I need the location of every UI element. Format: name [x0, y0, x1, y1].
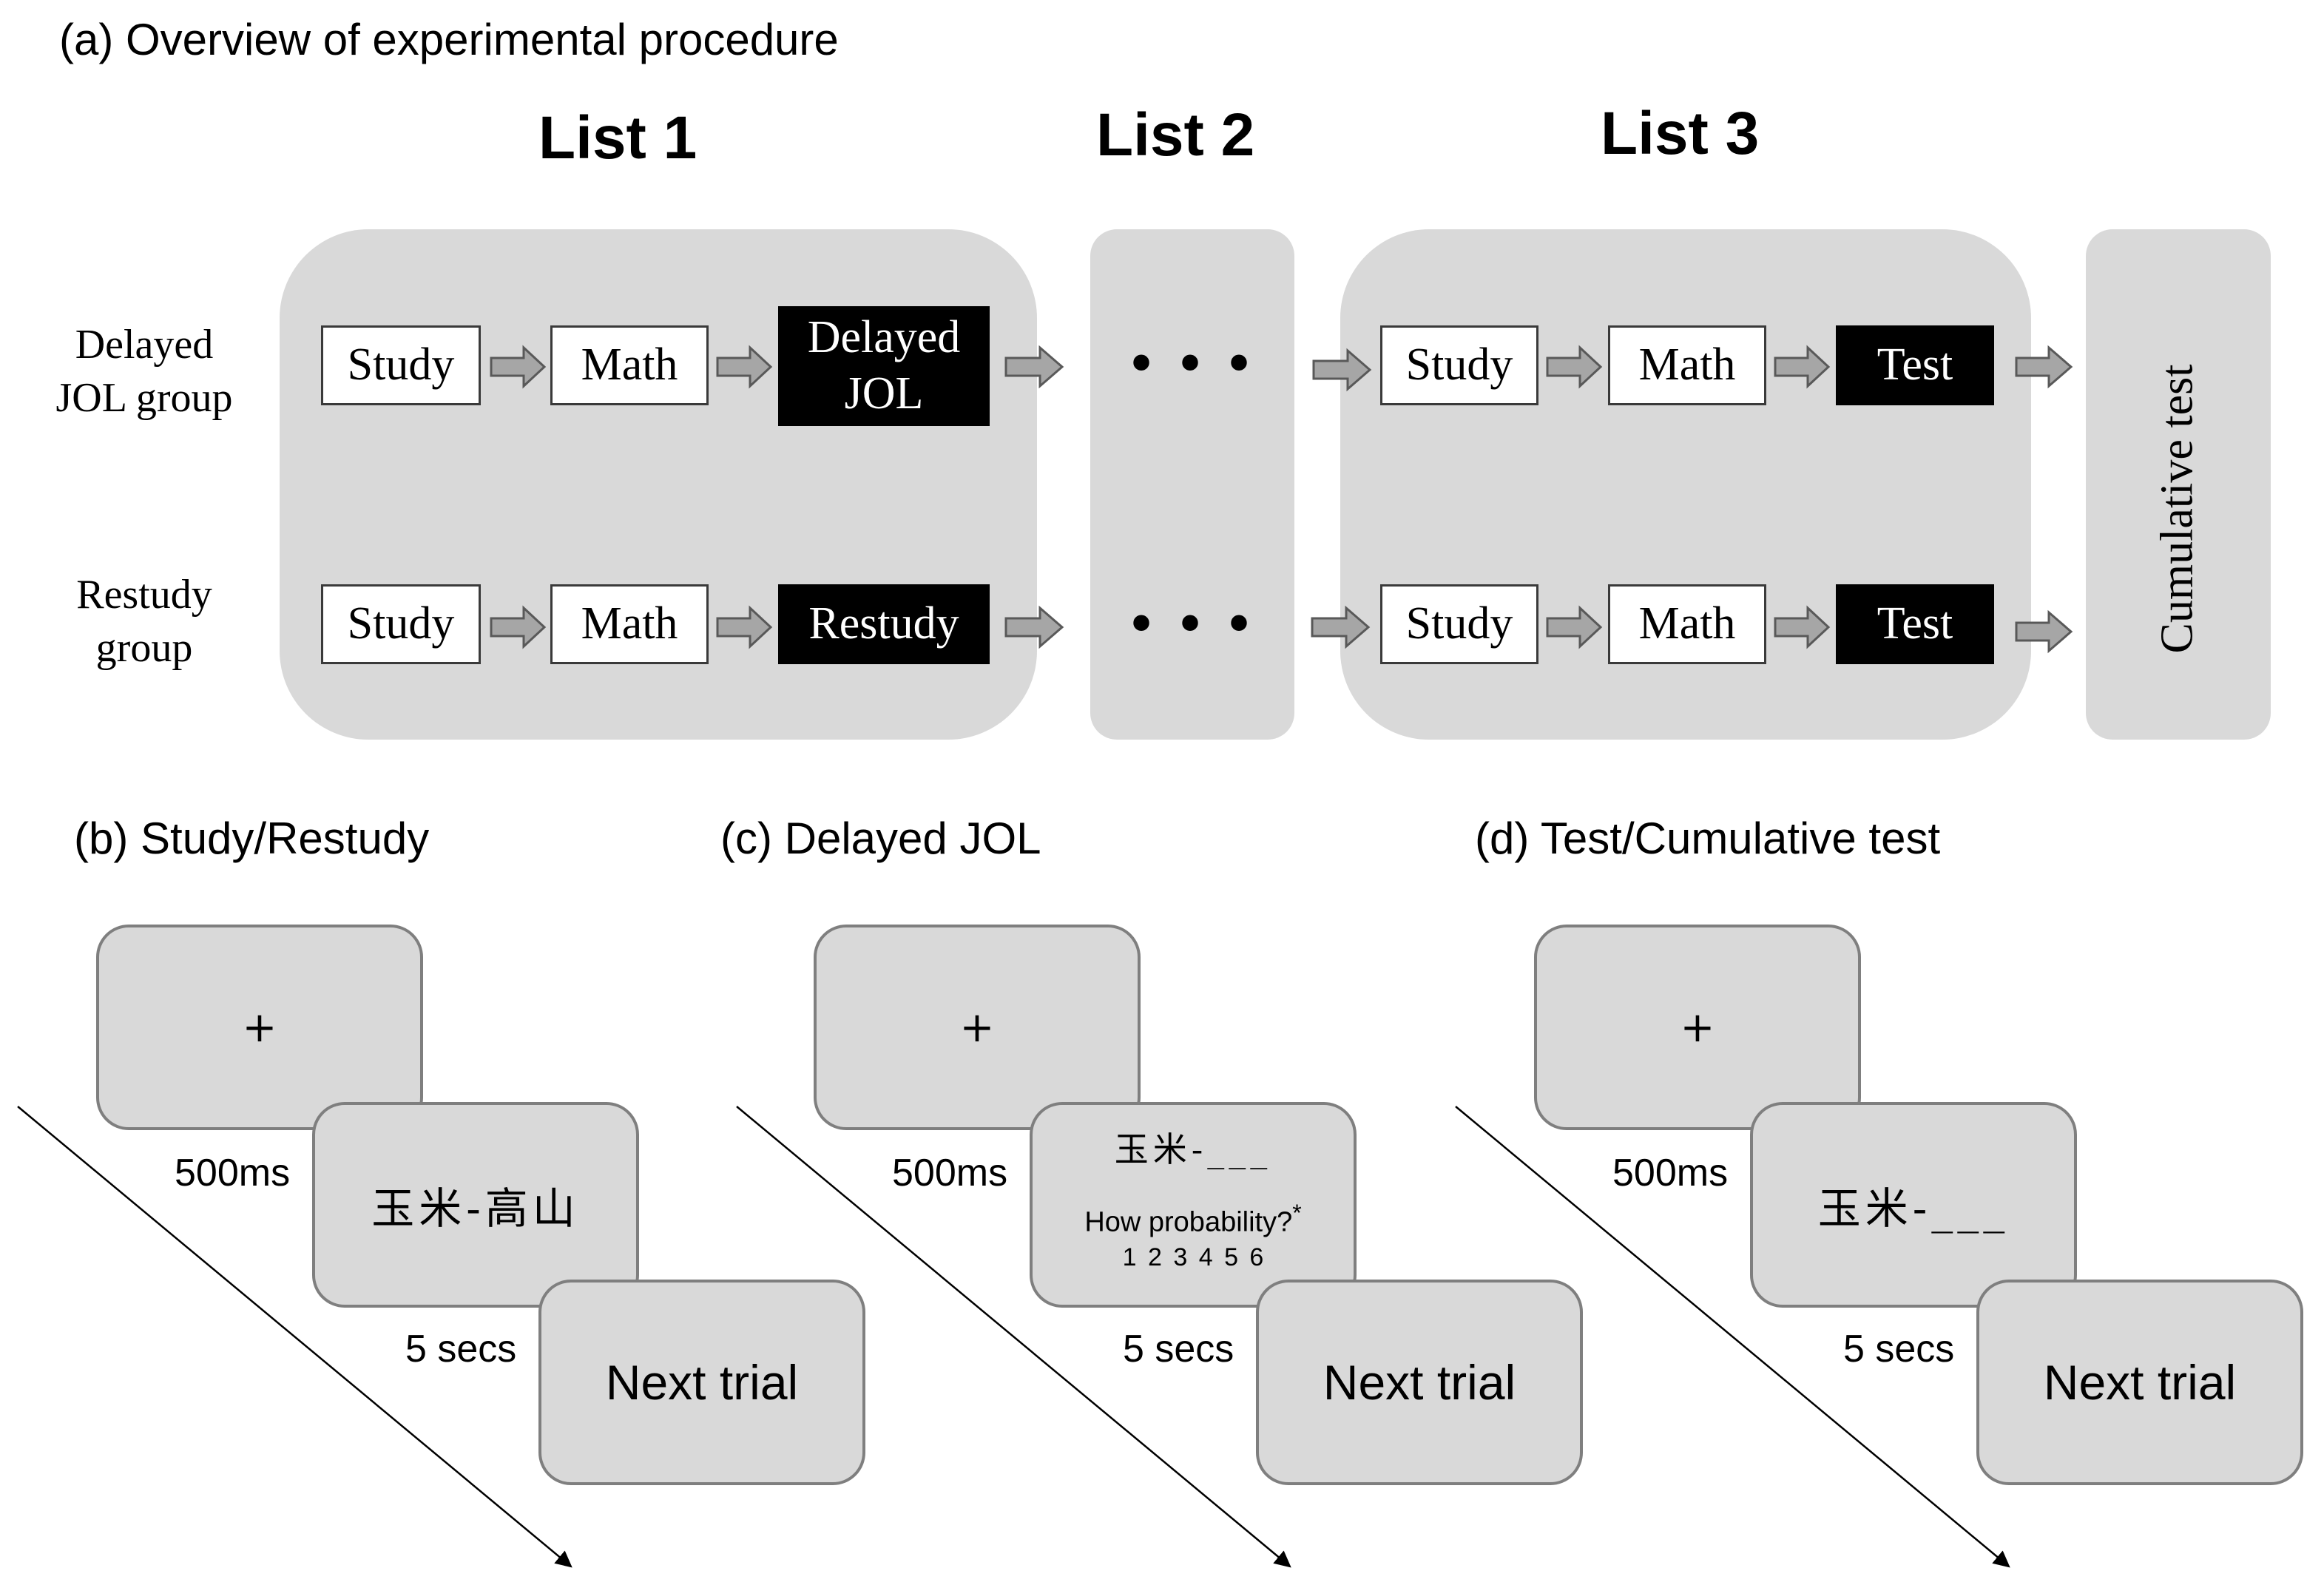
list-2-block — [1090, 229, 1294, 740]
panel-d-stimulus-duration: 5 secs — [1843, 1328, 1955, 1371]
panel-c-jol-screen: 玉米-___ How probability?* 1 2 3 4 5 6 — [1030, 1102, 1357, 1308]
cumulative-test-block — [2086, 229, 2271, 740]
list-2-ellipsis-row1: • • • — [1129, 326, 1255, 399]
panel-d-title: (d) Test/Cumulative test — [1475, 814, 1941, 863]
panel-a-title: (a) Overview of experimental procedure — [59, 15, 839, 64]
fixation-cross: + — [959, 1003, 995, 1052]
panel-c-next-trial-screen: Next trial — [1256, 1280, 1583, 1485]
next-trial-label: Next trial — [2043, 1355, 2237, 1410]
panel-b-title: (b) Study/Restudy — [74, 814, 430, 863]
restudy-group-label: Restudy group — [30, 568, 259, 675]
panel-d-fixation-screen: + — [1534, 925, 1861, 1130]
row2-math-box: Math — [550, 584, 709, 664]
group-label-line: Delayed — [75, 322, 214, 368]
panel-c-title: (c) Delayed JOL — [720, 814, 1041, 863]
test-cue: 玉米-___ — [1817, 1183, 2010, 1234]
list-1-heading: List 1 — [538, 104, 697, 172]
group-label-line: JOL group — [55, 375, 233, 421]
fixation-cross: + — [242, 1003, 277, 1052]
arrow-row2-restudy-list2 — [1004, 605, 1064, 649]
row2-list3-math-box: Math — [1608, 584, 1766, 664]
list-3-heading: List 3 — [1601, 100, 1760, 167]
panel-c-fixation-duration: 500ms — [892, 1152, 1008, 1194]
timeline-arrow-b — [17, 1106, 572, 1568]
panel-b-stimulus-duration: 5 secs — [405, 1328, 517, 1371]
panel-b-next-trial-screen: Next trial — [538, 1280, 865, 1485]
fixation-cross: + — [1680, 1003, 1715, 1052]
row1-study-box: Study — [321, 325, 481, 405]
jol-rating-scale: 1 2 3 4 5 6 — [1122, 1243, 1264, 1271]
panel-b-fixation-screen: + — [96, 925, 423, 1130]
row1-math-box: Math — [550, 325, 709, 405]
word-pair-stimulus: 玉米-高山 — [371, 1183, 580, 1234]
panel-b-stimulus-screen: 玉米-高山 — [312, 1102, 639, 1308]
arrow-row1-jol-list2 — [1004, 345, 1064, 389]
row1-list3-study-box: Study — [1380, 325, 1538, 405]
row1-delayed-jol-box: Delayed JOL — [778, 306, 990, 426]
group-label-line: group — [95, 625, 193, 671]
timeline-arrow-c — [736, 1106, 1291, 1568]
jol-question: How probability?* — [1084, 1200, 1301, 1239]
arrow-row1-test-cumulative — [2015, 345, 2073, 389]
row2-test-box: Test — [1836, 584, 1994, 664]
panel-c-stimulus-duration: 5 secs — [1123, 1328, 1234, 1371]
arrow-row2-study-math-l3 — [1546, 605, 1603, 649]
list-2-heading: List 2 — [1096, 101, 1255, 169]
jol-cue: 玉米-___ — [1114, 1129, 1272, 1169]
group-label-line: Restudy — [76, 572, 212, 618]
arrow-row2-math-restudy — [716, 605, 773, 649]
arrow-row2-study-math — [490, 605, 547, 649]
row2-restudy-box: Restudy — [778, 584, 990, 664]
delayed-jol-group-label: Delayed JOL group — [30, 318, 259, 425]
panel-d-test-screen: 玉米-___ — [1750, 1102, 2077, 1308]
list-2-ellipsis-row2: • • • — [1129, 587, 1255, 660]
arrow-row1-list2-list3 — [1312, 348, 1372, 392]
row2-study-box: Study — [321, 584, 481, 664]
next-trial-label: Next trial — [1323, 1355, 1516, 1410]
jol-question-text: How probability? — [1084, 1206, 1293, 1238]
panel-d-fixation-duration: 500ms — [1612, 1152, 1729, 1194]
arrow-row1-study-math — [490, 345, 547, 389]
panel-b-fixation-duration: 500ms — [175, 1152, 291, 1194]
arrow-row2-math-test-l3 — [1774, 605, 1831, 649]
arrow-row2-list2-list3 — [1311, 605, 1371, 649]
panel-c-fixation-screen: + — [814, 925, 1141, 1130]
row2-list3-study-box: Study — [1380, 584, 1538, 664]
timeline-arrow-d — [1455, 1106, 2010, 1568]
jol-question-asterisk: * — [1292, 1200, 1302, 1226]
next-trial-label: Next trial — [605, 1355, 799, 1410]
row1-list3-math-box: Math — [1608, 325, 1766, 405]
arrow-row1-study-math-l3 — [1546, 345, 1603, 389]
panel-d-next-trial-screen: Next trial — [1976, 1280, 2303, 1485]
arrow-row2-test-cumulative — [2015, 609, 2073, 654]
arrow-row1-math-jol — [716, 345, 773, 389]
row1-test-box: Test — [1836, 325, 1994, 405]
arrow-row1-math-test-l3 — [1774, 345, 1831, 389]
